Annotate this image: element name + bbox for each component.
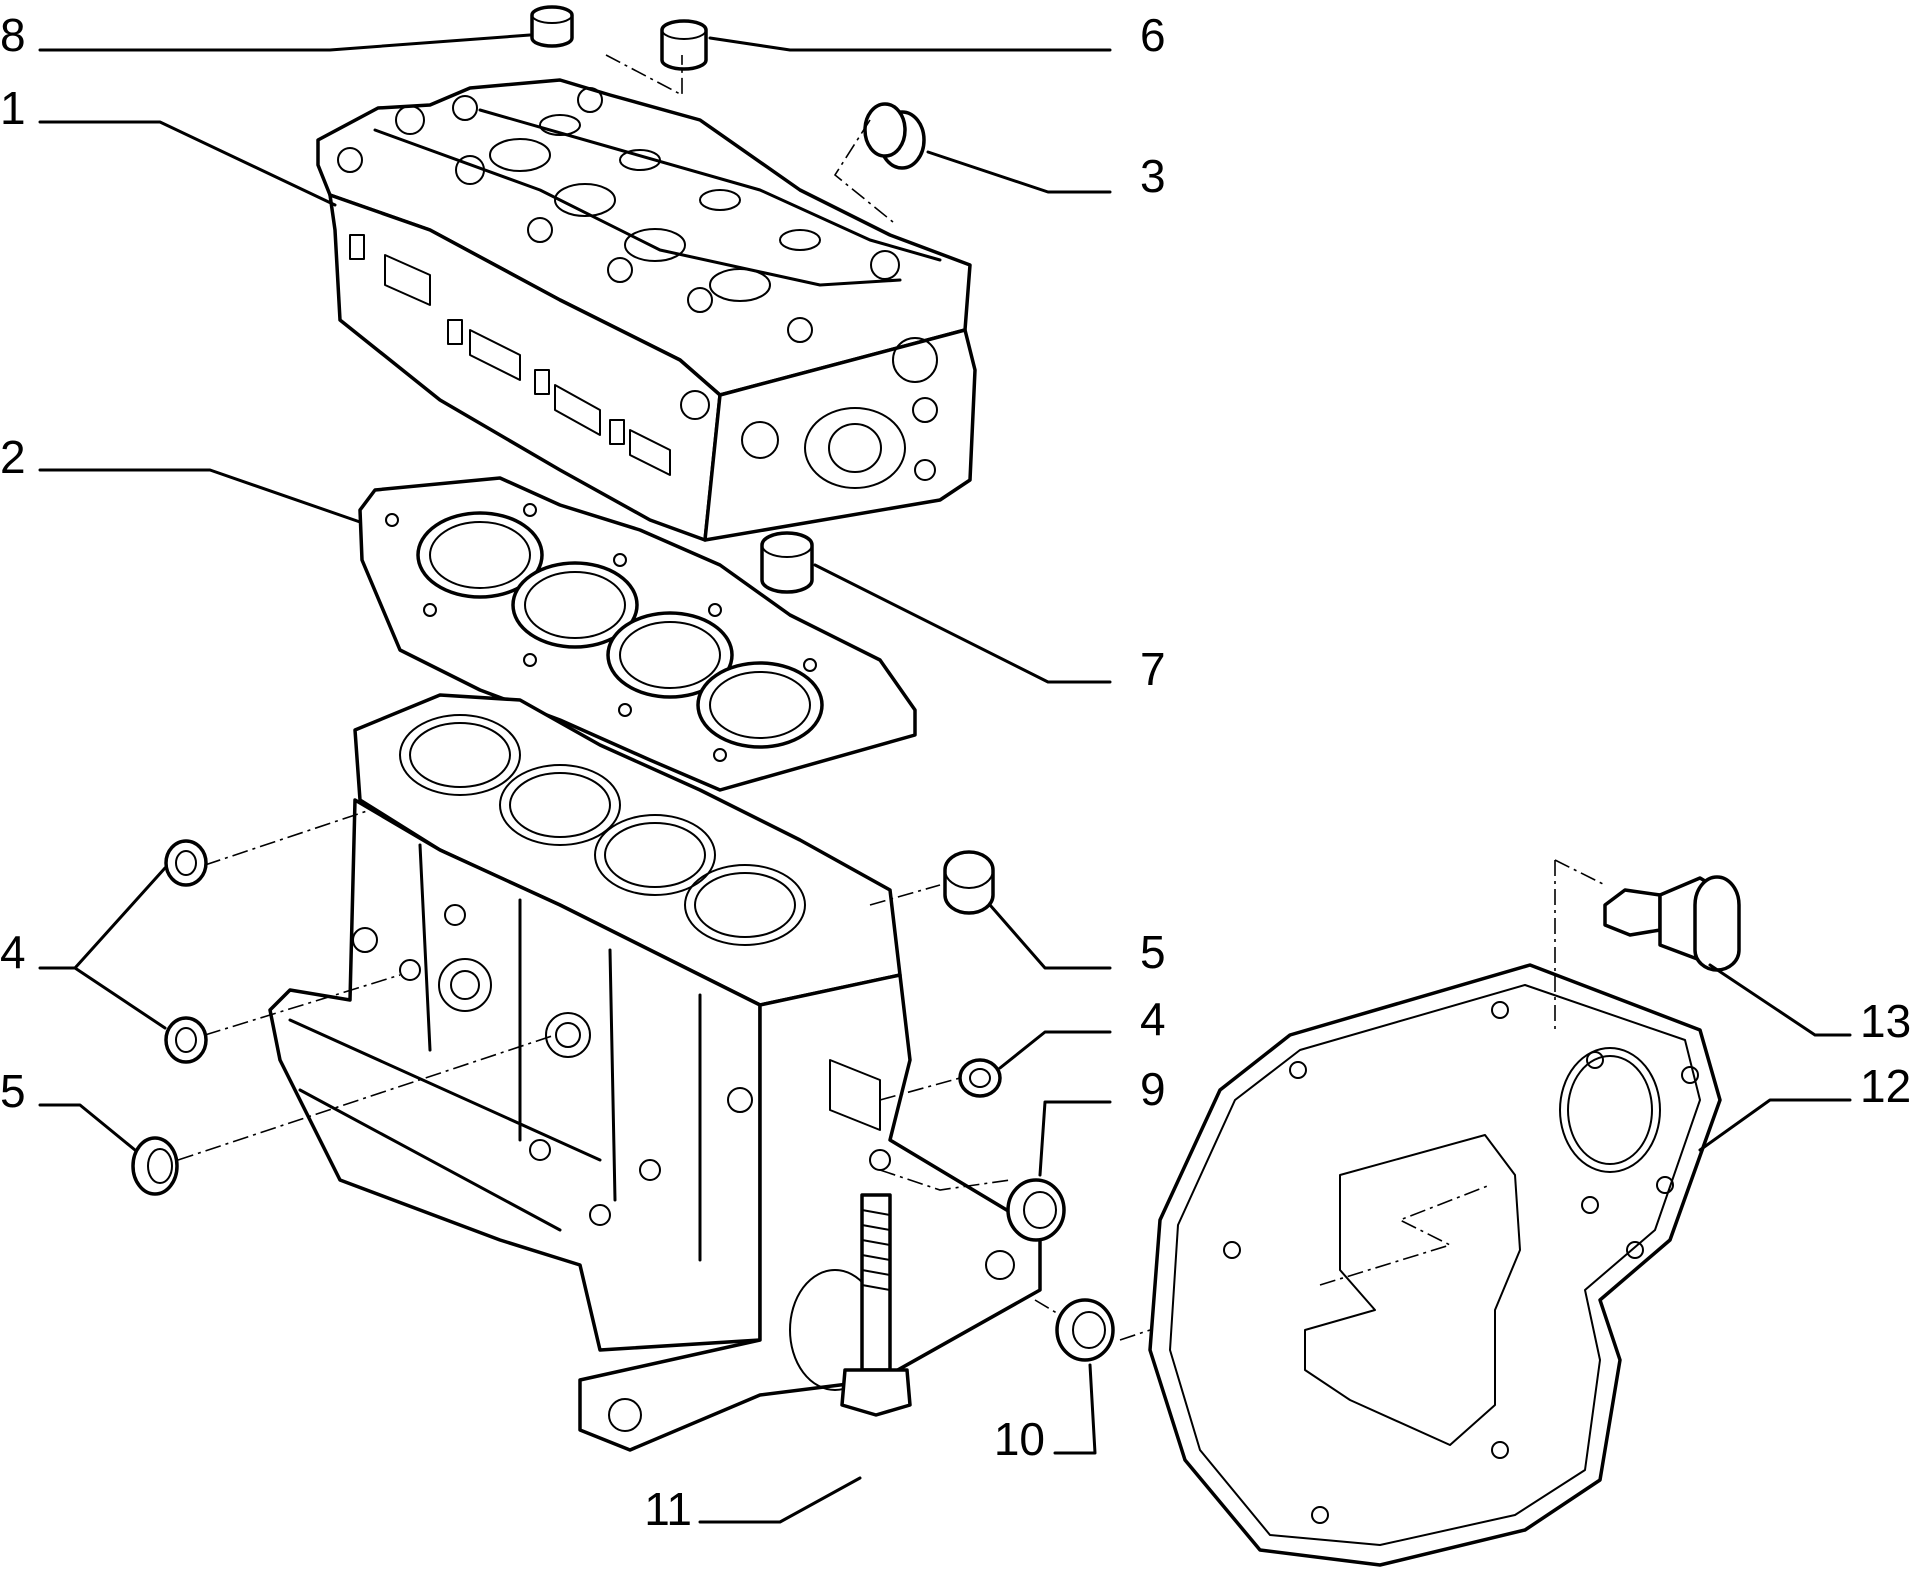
callout-2: 2 — [0, 431, 26, 483]
callout-6: 6 — [1140, 9, 1166, 61]
bolt-11 — [840, 1193, 912, 1417]
bush-5-left — [131, 1136, 179, 1196]
callout-4a: 4 — [0, 926, 26, 978]
head-gasket — [358, 476, 917, 792]
bush-5-right — [943, 850, 995, 915]
plug-4-right — [958, 1058, 1002, 1098]
callout-5b: 5 — [0, 1065, 26, 1117]
bush-10 — [1055, 1298, 1115, 1362]
callout-9: 9 — [1140, 1063, 1166, 1115]
plug-4-upper — [164, 839, 208, 887]
timing-cover-plate — [1148, 963, 1722, 1567]
callout-3: 3 — [1140, 150, 1166, 202]
callout-1: 1 — [0, 82, 26, 134]
bush-9 — [1006, 1178, 1066, 1242]
plug-3 — [863, 102, 926, 170]
callout-11: 11 — [644, 1483, 692, 1535]
callout-10: 10 — [994, 1413, 1045, 1465]
bolt-13 — [1603, 875, 1741, 972]
callout-13: 13 — [1860, 995, 1911, 1047]
plug-8 — [530, 5, 574, 48]
sleeve-7 — [760, 531, 814, 594]
callout-4b: 4 — [1140, 993, 1166, 1045]
engine-block — [268, 693, 1042, 1452]
callout-5a: 5 — [1140, 926, 1166, 978]
callout-8: 8 — [0, 9, 26, 61]
assembly-lines — [177, 54, 1606, 1341]
leader-lines — [38, 33, 1852, 1524]
callout-7: 7 — [1140, 643, 1166, 695]
plug-6 — [660, 19, 708, 71]
callout-12: 12 — [1860, 1060, 1911, 1112]
cylinder-head — [316, 78, 977, 542]
plug-4-lower — [164, 1016, 208, 1064]
callout-numbers: 8 6 1 3 2 7 4 5 5 4 9 13 12 10 11 — [0, 9, 1911, 1535]
